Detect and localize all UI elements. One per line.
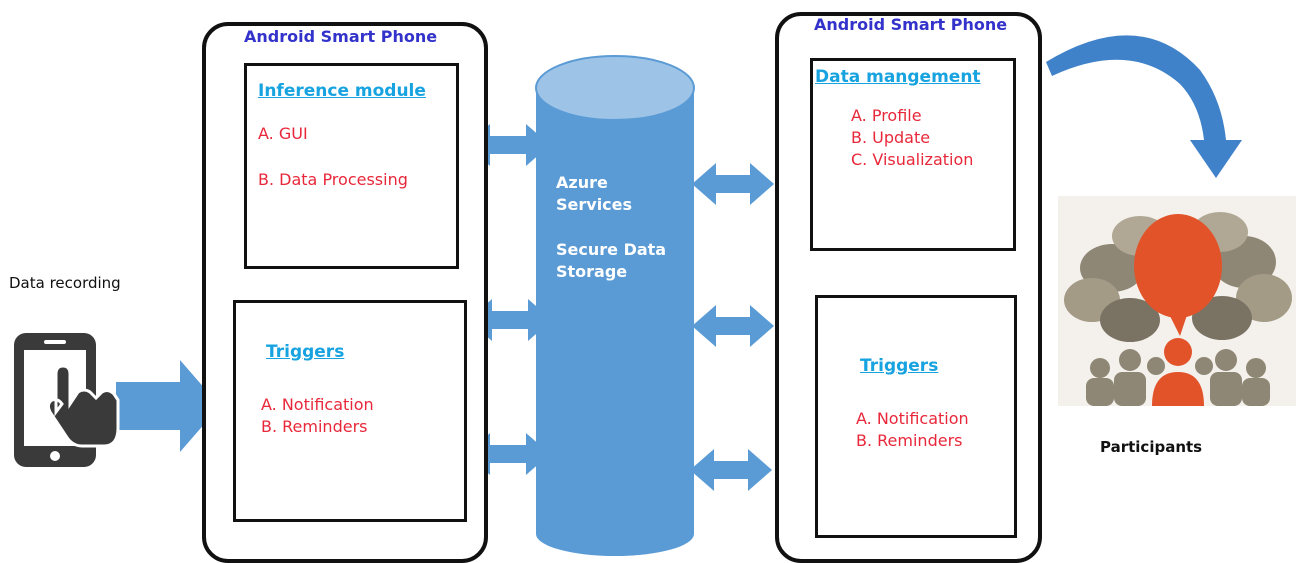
participants-label: Participants bbox=[1100, 438, 1203, 456]
cloud-services: Services bbox=[556, 195, 633, 214]
data-recording-label: Data recording bbox=[9, 274, 121, 292]
inference-module-box: Inference module A. GUI B. Data Processi… bbox=[244, 63, 459, 269]
left-trigger-notification: A. Notification bbox=[261, 395, 374, 414]
data-mgmt-item-update: B. Update bbox=[851, 128, 931, 147]
smartphone-touch-icon bbox=[14, 333, 120, 467]
input-arrow bbox=[116, 360, 220, 452]
left-triggers-box: Triggers A. Notification B. Reminders bbox=[233, 300, 467, 522]
cloud-azure: Azure bbox=[556, 173, 608, 192]
left-trigger-reminders: B. Reminders bbox=[261, 417, 368, 436]
data-management-title: Data mangement bbox=[815, 67, 981, 87]
right-trigger-notification: A. Notification bbox=[856, 409, 969, 428]
left-triggers-title: Triggers bbox=[266, 342, 345, 362]
double-arrow-left-2 bbox=[468, 299, 552, 341]
right-triggers-box: Triggers A. Notification B. Reminders bbox=[815, 295, 1017, 538]
cloud-secure-data: Secure Data bbox=[556, 240, 667, 259]
right-phone-title: Android Smart Phone bbox=[814, 15, 1008, 34]
data-management-box: Data mangement A. Profile B. Update C. V… bbox=[810, 58, 1016, 251]
double-arrow-right-2 bbox=[692, 305, 774, 347]
right-trigger-reminders: B. Reminders bbox=[856, 431, 963, 450]
data-mgmt-item-visualization: C. Visualization bbox=[851, 150, 974, 169]
speech-bubble-crowd-icon bbox=[1058, 196, 1296, 406]
cloud-storage: Storage bbox=[556, 262, 628, 281]
azure-cylinder bbox=[535, 55, 695, 556]
double-arrow-right-1 bbox=[692, 163, 774, 205]
left-phone-title: Android Smart Phone bbox=[244, 27, 438, 46]
inference-item-data-processing: B. Data Processing bbox=[258, 170, 408, 189]
double-arrow-right-3 bbox=[690, 449, 772, 491]
curved-arrow bbox=[1046, 35, 1242, 178]
inference-item-gui: A. GUI bbox=[258, 124, 308, 143]
inference-module-title: Inference module bbox=[258, 81, 426, 101]
right-triggers-title: Triggers bbox=[860, 356, 939, 376]
data-mgmt-item-profile: A. Profile bbox=[851, 106, 922, 125]
